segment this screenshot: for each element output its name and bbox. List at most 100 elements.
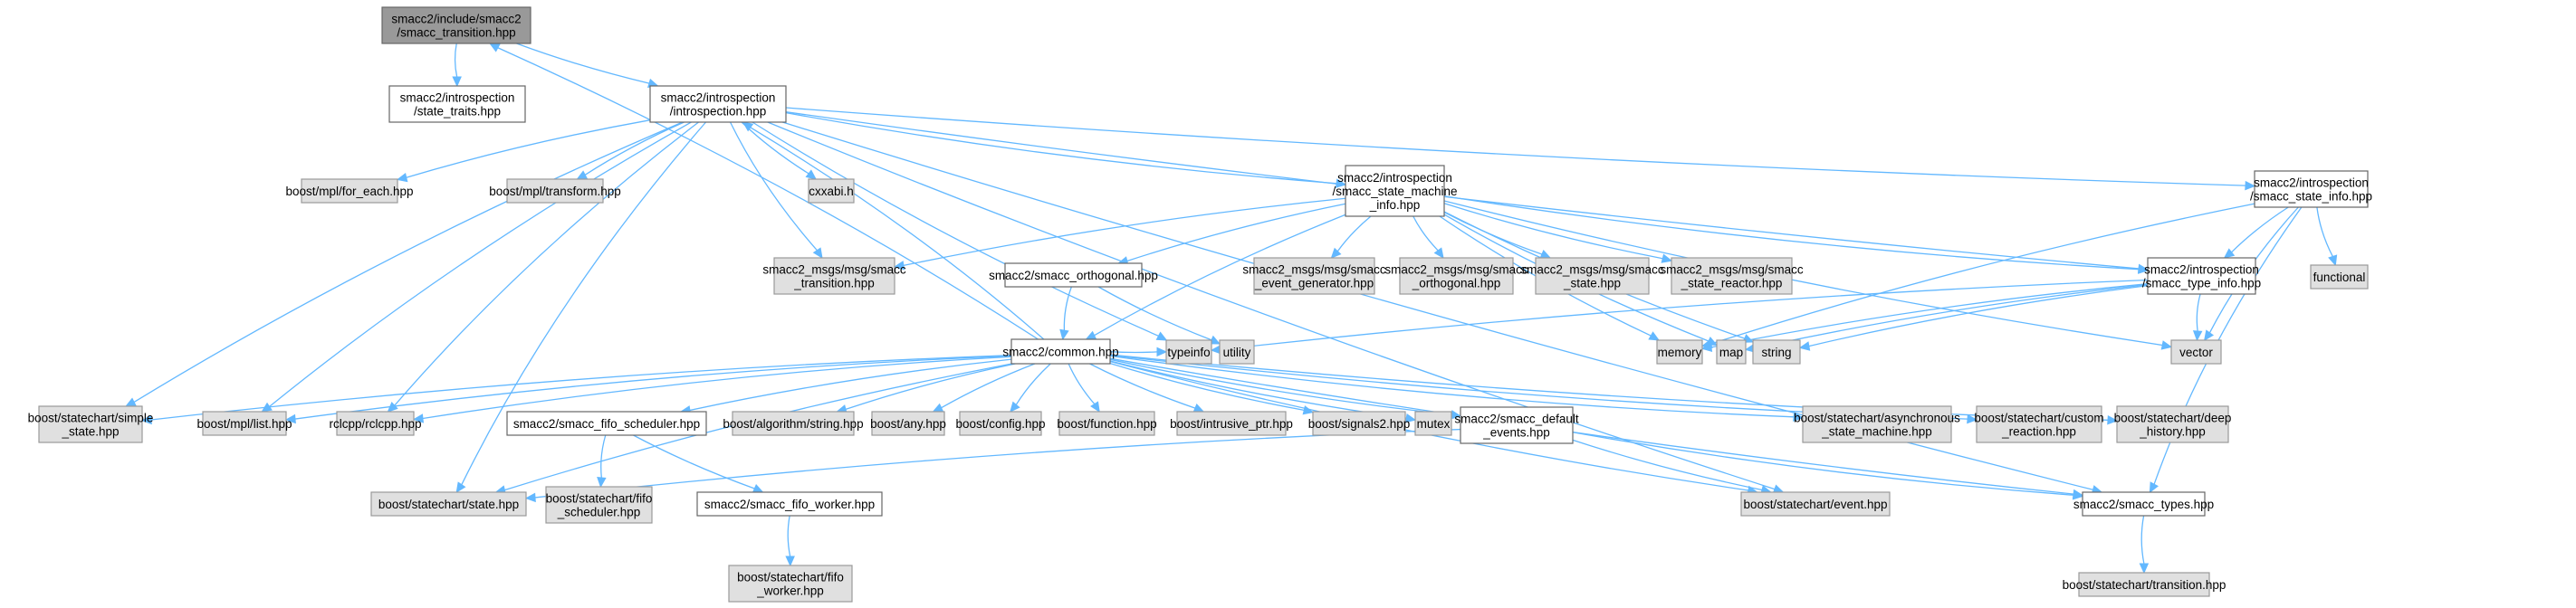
node-box[interactable]: [1656, 339, 1703, 365]
node-box[interactable]: [2116, 405, 2229, 443]
node-for-each[interactable]: boost/mpl/for_each.hpp: [285, 178, 414, 204]
node-box[interactable]: [1253, 257, 1375, 295]
node-utility[interactable]: utility: [1219, 339, 1255, 365]
node-vector[interactable]: vector: [2170, 339, 2222, 365]
node-deep-history[interactable]: boost/statechart/deep_history.hpp: [2114, 405, 2232, 443]
node-transform[interactable]: boost/mpl/transform.hpp: [489, 178, 621, 204]
node-typeinfo[interactable]: typeinfo: [1165, 339, 1212, 365]
node-state-traits[interactable]: smacc2/introspection/state_traits.hpp: [388, 85, 526, 123]
node-box[interactable]: [649, 85, 787, 123]
node-box[interactable]: [1802, 405, 1952, 443]
node-rclcpp[interactable]: rclcpp/rclcpp.hpp: [329, 411, 422, 436]
node-async-sm[interactable]: boost/statechart/asynchronous_state_mach…: [1794, 405, 1960, 443]
node-box[interactable]: [381, 6, 531, 44]
node-box[interactable]: [370, 491, 527, 517]
node-cxxabi[interactable]: cxxabi.h: [808, 178, 855, 204]
node-box[interactable]: [1165, 339, 1212, 365]
node-box[interactable]: [1752, 339, 1801, 365]
node-box[interactable]: [1399, 257, 1514, 295]
node-box[interactable]: [959, 411, 1042, 436]
node-msg-event-gen[interactable]: smacc2_msgs/msg/smacc_event_generator.hp…: [1242, 257, 1386, 295]
node-box[interactable]: [728, 565, 853, 603]
node-label: boost/function.hpp: [1057, 417, 1156, 431]
node-box[interactable]: [336, 411, 415, 436]
node-box[interactable]: [1460, 406, 1574, 444]
edge-line: [1109, 357, 2074, 495]
node-mpl-list[interactable]: boost/mpl/list.hpp: [196, 411, 292, 436]
node-config[interactable]: boost/config.hpp: [955, 411, 1046, 436]
node-box[interactable]: [301, 178, 398, 204]
node-box[interactable]: [808, 178, 855, 204]
node-sc-event[interactable]: boost/statechart/event.hpp: [1740, 491, 1891, 517]
node-orthogonal[interactable]: smacc2/smacc_orthogonal.hpp: [989, 262, 1158, 288]
node-box[interactable]: [1312, 411, 1406, 436]
arrowhead-icon: [412, 413, 424, 423]
node-function[interactable]: boost/function.hpp: [1057, 411, 1157, 436]
node-functional[interactable]: functional: [2310, 264, 2369, 290]
node-sc-fifo-worker[interactable]: boost/statechart/fifo_worker.hpp: [728, 565, 853, 603]
node-box[interactable]: [1004, 262, 1143, 288]
node-algo-string[interactable]: boost/algorithm/string.hpp: [723, 411, 864, 436]
node-label: _worker.hpp: [756, 584, 824, 598]
node-box[interactable]: [545, 486, 653, 524]
node-box[interactable]: [2170, 339, 2222, 365]
node-intrusive-ptr[interactable]: boost/intrusive_ptr.hpp: [1170, 411, 1293, 436]
node-msg-orthogonal[interactable]: smacc2_msgs/msg/smacc_orthogonal.hpp: [1384, 257, 1528, 295]
node-box[interactable]: [38, 405, 143, 443]
node-sc-transition[interactable]: boost/statechart/transition.hpp: [2063, 572, 2226, 597]
edge-common-to-deep_history: [1109, 354, 2119, 425]
node-box[interactable]: [732, 411, 855, 436]
node-box[interactable]: [2078, 572, 2210, 597]
node-box[interactable]: [1219, 339, 1255, 365]
arrowhead-icon: [742, 121, 754, 132]
node-box[interactable]: [1414, 411, 1452, 436]
edge-common-to-rclcpp: [412, 356, 1012, 423]
node-box[interactable]: [388, 85, 526, 123]
node-sm-info[interactable]: smacc2/introspection/smacc_state_machine…: [1332, 165, 1458, 217]
node-box[interactable]: [1010, 338, 1111, 365]
node-box[interactable]: [1058, 411, 1155, 436]
node-default-events[interactable]: smacc2/smacc_default_events.hpp: [1454, 406, 1579, 444]
node-box[interactable]: [1345, 165, 1445, 217]
node-fifo-scheduler[interactable]: smacc2/smacc_fifo_scheduler.hpp: [506, 411, 707, 436]
node-box[interactable]: [696, 491, 883, 517]
node-box[interactable]: [2254, 170, 2369, 208]
node-type-info[interactable]: smacc2/introspection/smacc_type_info.hpp: [2142, 257, 2261, 295]
node-box[interactable]: [1740, 491, 1891, 517]
node-string[interactable]: string: [1752, 339, 1801, 365]
node-box[interactable]: [1716, 339, 1747, 365]
node-box[interactable]: [1976, 405, 2102, 443]
edge-line: [1109, 358, 1452, 416]
node-memory[interactable]: memory: [1656, 339, 1703, 365]
node-introspection[interactable]: smacc2/introspection/introspection.hpp: [649, 85, 787, 123]
node-box[interactable]: [506, 178, 604, 204]
node-any[interactable]: boost/any.hpp: [870, 411, 946, 436]
node-common[interactable]: smacc2/common.hpp: [1002, 338, 1119, 365]
node-box[interactable]: [2310, 264, 2369, 290]
node-signals2[interactable]: boost/signals2.hpp: [1308, 411, 1411, 436]
node-mutex[interactable]: mutex: [1414, 411, 1452, 436]
node-simple-state[interactable]: boost/statechart/simple_state.hpp: [28, 405, 154, 443]
node-box[interactable]: [773, 257, 895, 295]
node-map[interactable]: map: [1716, 339, 1747, 365]
node-msg-state[interactable]: smacc2_msgs/msg/smacc_state.hpp: [1520, 257, 1664, 295]
node-custom-reaction[interactable]: boost/statechart/custom_reaction.hpp: [1974, 405, 2104, 443]
node-state-info[interactable]: smacc2/introspection/smacc_state_info.hp…: [2250, 170, 2372, 208]
node-msg-transition[interactable]: smacc2_msgs/msg/smacc_transition.hpp: [762, 257, 906, 295]
node-box[interactable]: [202, 411, 287, 436]
node-box[interactable]: [1176, 411, 1287, 436]
node-smacc-types[interactable]: smacc2/smacc_types.hpp: [2073, 491, 2214, 517]
edge-smacc_types-to-sc_transition: [2139, 515, 2150, 575]
node-box[interactable]: [506, 411, 707, 436]
node-sc-state[interactable]: boost/statechart/state.hpp: [370, 491, 527, 517]
node-sc-fifo-scheduler[interactable]: boost/statechart/fifo_scheduler.hpp: [545, 486, 653, 524]
node-box[interactable]: [2147, 257, 2256, 295]
node-msg-state-reactor[interactable]: smacc2_msgs/msg/smacc_state_reactor.hpp: [1660, 257, 1804, 295]
node-root[interactable]: smacc2/include/smacc2/smacc_transition.h…: [381, 6, 531, 44]
edge-line: [941, 363, 1036, 409]
node-box[interactable]: [2082, 491, 2206, 517]
node-box[interactable]: [1535, 257, 1650, 295]
node-box[interactable]: [871, 411, 945, 436]
node-fifo-worker[interactable]: smacc2/smacc_fifo_worker.hpp: [696, 491, 883, 517]
node-box[interactable]: [1671, 257, 1793, 295]
